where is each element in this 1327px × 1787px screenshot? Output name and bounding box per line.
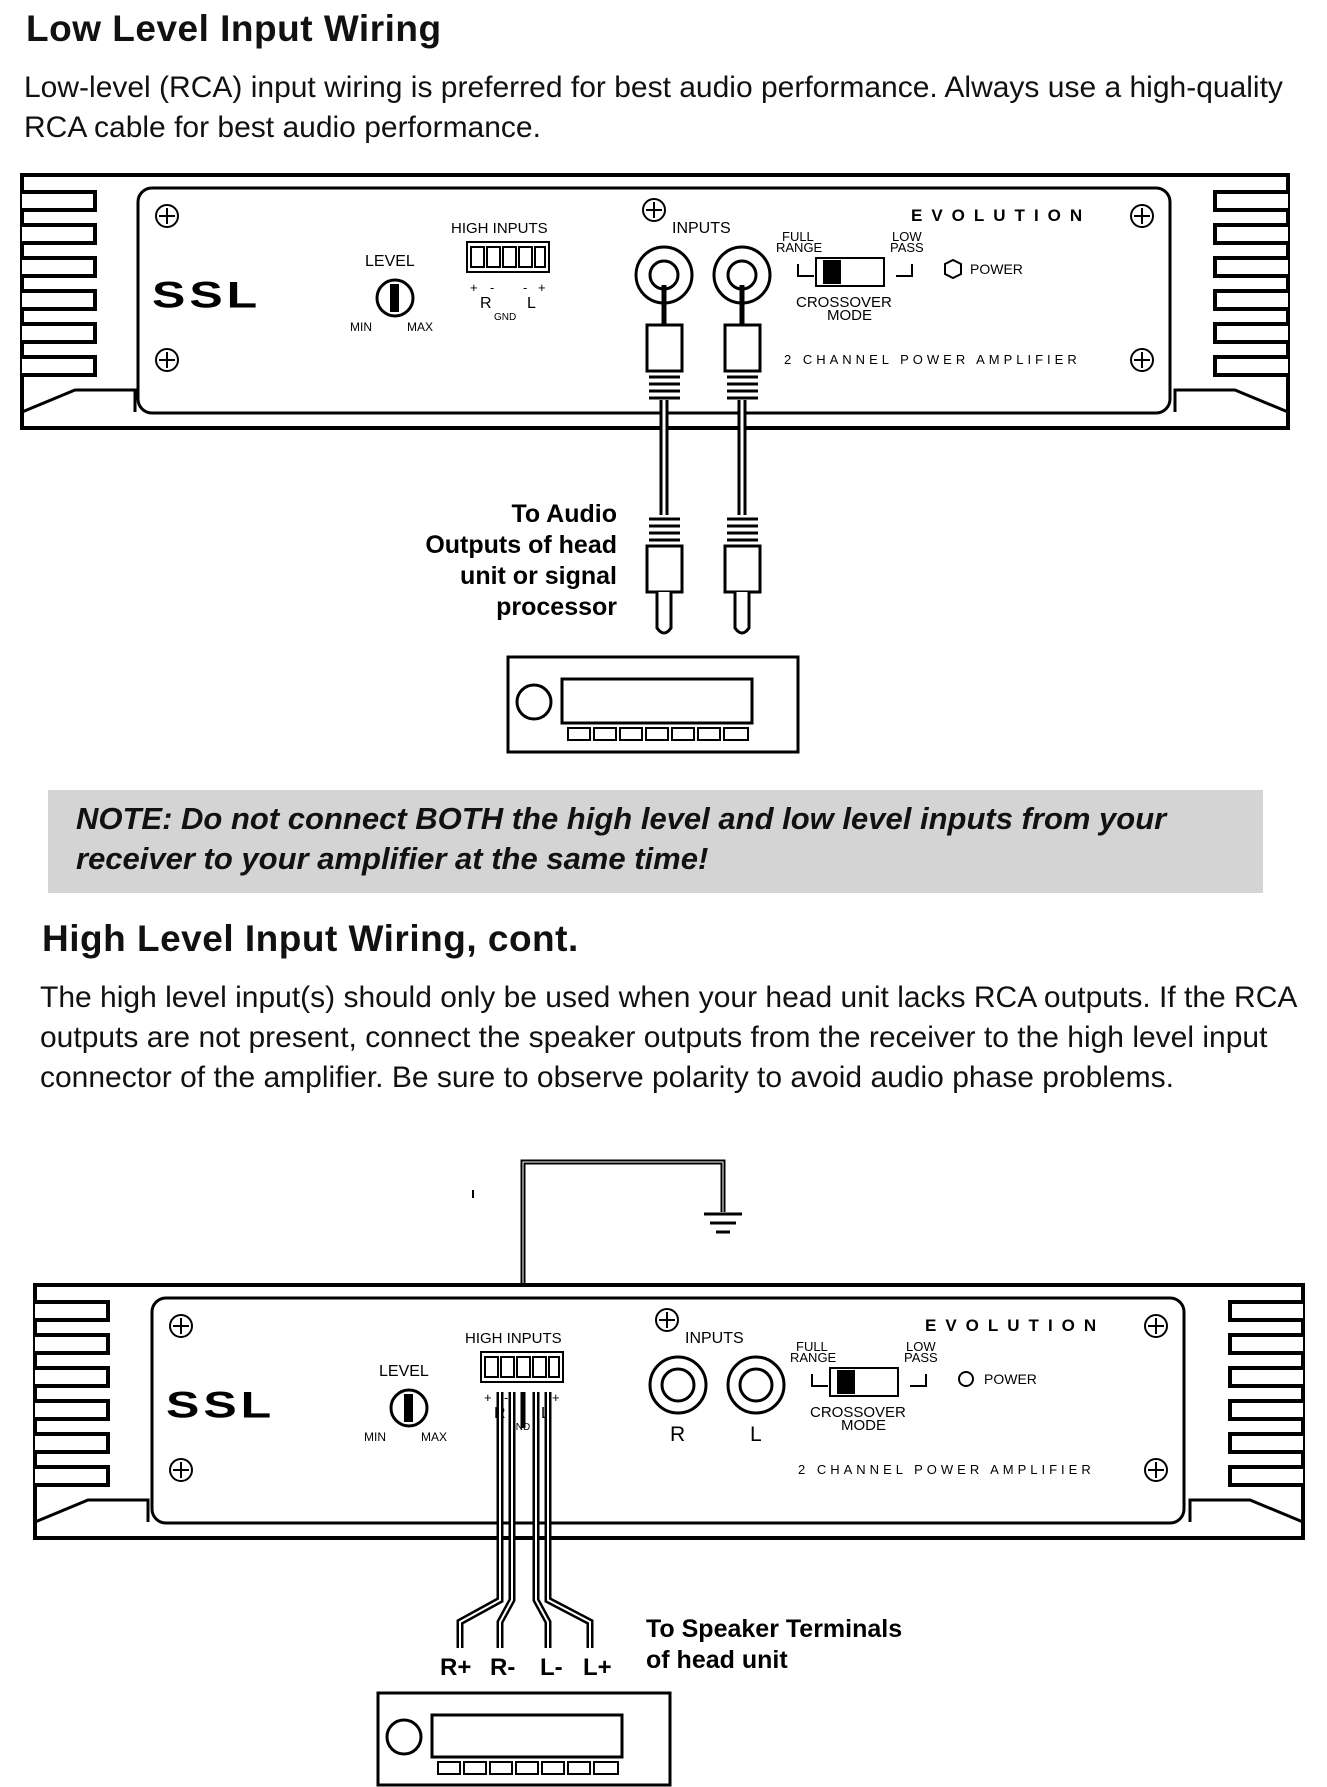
caption-audio-outputs: To Audio Outputs of head unit or signal …: [425, 500, 617, 621]
warning-note-text: NOTE: Do not connect BOTH the high level…: [76, 801, 1167, 876]
heatsink-fins-left: [22, 190, 97, 377]
svg-text:FULL: FULL: [782, 229, 814, 244]
svg-text:PASS: PASS: [890, 240, 924, 255]
svg-text:R: R: [480, 295, 492, 312]
svg-text:LOW: LOW: [892, 229, 922, 244]
svg-text:HIGH INPUTS: HIGH INPUTS: [465, 1330, 562, 1347]
svg-text:+: +: [484, 1390, 492, 1405]
caption-speaker-terminals: To Speaker Terminals of head unit: [646, 1615, 902, 1674]
rca-jack-r: [648, 1355, 708, 1415]
ground-icon: [704, 1212, 742, 1234]
svg-text:To Audio: To Audio: [511, 500, 617, 528]
section-title-low-level: Low Level Input Wiring: [26, 8, 442, 49]
level-min-label: MIN: [350, 320, 372, 334]
brand-logo: SSL: [166, 1384, 275, 1426]
svg-text:-: -: [523, 280, 527, 295]
svg-text:MODE: MODE: [827, 307, 872, 324]
model-label: 2 CHANNEL POWER AMPLIFIER: [784, 352, 1081, 367]
level-max-label: MAX: [407, 320, 433, 334]
svg-text:Outputs of head: Outputs of head: [425, 531, 617, 559]
rca-cables: [645, 285, 762, 635]
svg-text:INPUTS: INPUTS: [685, 1330, 744, 1347]
heatsink-fins-right: [1213, 190, 1288, 377]
ground-wire: [472, 1159, 726, 1392]
svg-text:L: L: [750, 1423, 762, 1446]
svg-text:+: +: [470, 280, 478, 295]
svg-text:POWER: POWER: [984, 1371, 1037, 1387]
svg-text:+: +: [552, 1390, 560, 1405]
section-title-high-level: High Level Input Wiring, cont.: [42, 918, 579, 959]
svg-text:+: +: [538, 280, 546, 295]
svg-text:CROSSOVER: CROSSOVER: [796, 294, 892, 311]
section-body-low-level: Low-level (RCA) input wiring is preferre…: [24, 71, 1283, 144]
svg-text:PASS: PASS: [904, 1350, 938, 1365]
rca-jack-r: [634, 245, 694, 305]
inputs-label: INPUTS: [672, 220, 731, 237]
svg-text:FULL: FULL: [796, 1339, 828, 1354]
svg-text:POWER: POWER: [970, 261, 1023, 277]
svg-text:-: -: [490, 280, 494, 295]
screw-icon: [169, 1308, 1168, 1482]
power-led-icon: [944, 258, 962, 280]
svg-text:GND: GND: [494, 312, 516, 323]
svg-text:L-: L-: [540, 1654, 563, 1681]
wire-labels: R+ R- L- L+: [440, 1654, 612, 1681]
svg-text:MIN: MIN: [364, 1430, 386, 1444]
rca-jack-l: [712, 245, 772, 305]
svg-text:RANGE: RANGE: [790, 1350, 837, 1365]
amplifier-low-level: SSL LEVEL MIN MAX HIGH INPUTS + - - + R …: [20, 173, 1290, 430]
head-unit-1: [506, 655, 800, 754]
warning-note: NOTE: Do not connect BOTH the high level…: [48, 790, 1263, 893]
svg-text:processor: processor: [496, 593, 617, 621]
svg-text:LOW: LOW: [906, 1339, 936, 1354]
screw-icon: [155, 198, 1154, 372]
section-body-high-level: The high level input(s) should only be u…: [40, 981, 1296, 1094]
rca-jack-l: [726, 1355, 786, 1415]
svg-text:LEVEL: LEVEL: [379, 1363, 429, 1380]
amplifier-high-level: SSL LEVEL MIN MAX HIGH INPUTS + - + R L …: [33, 1283, 1305, 1540]
svg-text:L+: L+: [583, 1654, 612, 1681]
high-inputs-label: HIGH INPUTS: [451, 220, 548, 237]
brand-logo: SSL: [152, 274, 261, 316]
svg-text:-: -: [504, 1390, 508, 1405]
series-label: EVOLUTION: [911, 206, 1091, 225]
svg-text:unit or signal: unit or signal: [460, 562, 617, 590]
power-led-icon: [958, 1371, 974, 1387]
svg-text:To Speaker Terminals: To Speaker Terminals: [646, 1615, 902, 1643]
svg-text:MODE: MODE: [841, 1417, 886, 1434]
svg-text:of head unit: of head unit: [646, 1646, 788, 1674]
svg-text:MAX: MAX: [421, 1430, 447, 1444]
svg-text:R-: R-: [490, 1654, 515, 1681]
svg-text:GND: GND: [508, 1422, 530, 1433]
svg-text:EVOLUTION: EVOLUTION: [925, 1316, 1105, 1335]
svg-text:R+: R+: [440, 1654, 471, 1681]
svg-text:L: L: [527, 295, 536, 312]
svg-text:R: R: [670, 1423, 685, 1446]
head-unit-2: [376, 1691, 672, 1787]
svg-text:2 CHANNEL POWER AMPLIFIER: 2 CHANNEL POWER AMPLIFIER: [798, 1462, 1095, 1477]
svg-text:CROSSOVER: CROSSOVER: [810, 1404, 906, 1421]
svg-text:RANGE: RANGE: [776, 240, 823, 255]
level-label: LEVEL: [365, 253, 415, 270]
